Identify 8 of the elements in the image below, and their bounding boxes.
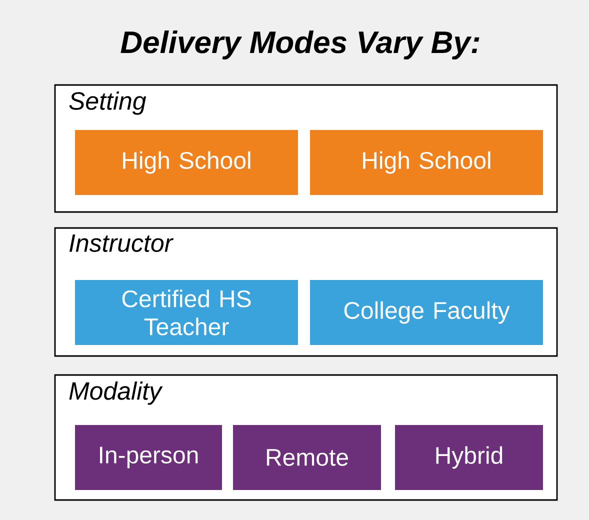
category-box: Remote: [233, 425, 381, 490]
category-box: High School: [310, 130, 543, 195]
category-box: College Faculty: [310, 280, 543, 345]
category-box: In-person: [75, 425, 222, 490]
category-box: Hybrid: [395, 425, 543, 490]
category-box: Certified HS Teacher: [75, 280, 298, 345]
category-box: High School: [75, 130, 298, 195]
title: Delivery Modes Vary By:: [120, 30, 480, 60]
